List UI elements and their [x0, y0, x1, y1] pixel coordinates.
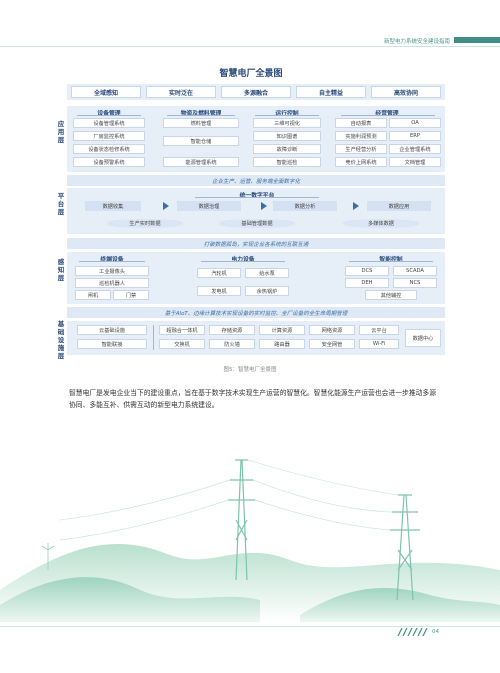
- sense-item: 门禁: [113, 290, 149, 300]
- infra-item: 云平台: [359, 325, 399, 335]
- sense-item: SCADA: [393, 266, 437, 276]
- infra-item: 交换机: [159, 339, 205, 349]
- band-aiot: 基于AIoT、边缘计算技术实现设备的实时监控、全厂设备的全生命周期管理: [67, 307, 445, 318]
- layer-label-infrastructure: 基础设施层: [57, 320, 65, 360]
- app-item: 竞价上网系统: [335, 157, 387, 167]
- infra-item: 云基础设施: [77, 325, 147, 335]
- flow-arrow-icon: [353, 202, 359, 210]
- group-title: 终端设备: [100, 257, 124, 263]
- infra-item: 智能联接: [77, 339, 147, 349]
- header-accent-bar: [454, 37, 500, 43]
- top-item: 全域感知: [71, 86, 141, 98]
- app-item: OA: [389, 118, 441, 128]
- app-item: 厂房监控系统: [73, 131, 145, 141]
- group-divider: [341, 115, 435, 116]
- group-title: 设备管理: [97, 111, 121, 117]
- header-divider: [0, 46, 500, 47]
- top-item: 多源融合: [221, 86, 291, 98]
- app-item: 智能仓储: [163, 136, 239, 146]
- data-store: 多媒体数据: [343, 219, 419, 228]
- header-title: 新型电力系统安全建设指南: [383, 39, 450, 45]
- app-item: 故障诊断: [253, 144, 321, 154]
- group-divider: [349, 261, 433, 262]
- landscape-illustration: [0, 459, 500, 622]
- flow-step: 数据收集: [85, 201, 141, 211]
- app-item: 实施利润预测: [335, 131, 387, 141]
- top-item: 实时泛在: [146, 86, 216, 98]
- footer-divider: [0, 626, 500, 627]
- sense-item: 给水泵: [245, 268, 289, 278]
- group-divider: [167, 115, 235, 116]
- infra-item: 超融合一体机: [159, 325, 205, 335]
- layer-label-platform: 平台层: [57, 192, 65, 216]
- app-item: 设备预警系统: [73, 157, 145, 167]
- infra-item: 网络资源: [309, 325, 355, 335]
- app-item: 智能巡检: [253, 157, 321, 167]
- sense-item: DEH: [345, 278, 389, 288]
- app-item: 自动报表: [335, 118, 387, 128]
- band-digitalization: 企业生产、运营、服务端全面数字化: [67, 175, 445, 186]
- group-divider: [79, 261, 145, 262]
- flow-step: 数据分析: [273, 201, 337, 211]
- data-store: 生产实时数据: [107, 219, 183, 228]
- group-divider: [201, 261, 285, 262]
- sense-item: 汽轮机: [197, 268, 241, 278]
- group-divider: [77, 115, 141, 116]
- platform-divider: [195, 197, 319, 198]
- infra-item: 防火墙: [209, 339, 255, 349]
- app-item: 三维可视化: [253, 118, 321, 128]
- app-item: 能源管理系统: [163, 157, 239, 167]
- group-title: 智能控制: [379, 257, 403, 263]
- smart-plant-diagram: 智慧电厂全景图 全域感知 实时泛在 多源融合 自主精益 高效协同 应用层 设备管…: [55, 62, 447, 360]
- flow-arrow-icon: [163, 202, 169, 210]
- data-center-box: 数据中心: [405, 329, 441, 347]
- flow-arrow-icon: [261, 202, 267, 210]
- infra-item: 计算资源: [259, 325, 305, 335]
- app-item: 文档管理: [389, 157, 441, 167]
- body-paragraph: 智慧电厂是发电企业当下的建设重点，旨在基于数字技术实现生产运营的智慧化。智慧化能…: [69, 389, 437, 409]
- top-item: 自主精益: [296, 86, 366, 98]
- sense-item: 闸机: [75, 290, 111, 300]
- layer-label-application: 应用层: [57, 120, 65, 144]
- infra-item: 存储资源: [209, 325, 255, 335]
- sense-item: NCS: [393, 278, 437, 288]
- infra-item: 安全网管: [309, 339, 355, 349]
- data-store: 基础管理数据: [219, 219, 295, 228]
- app-item: 燃料管理: [163, 118, 239, 128]
- app-item: 企业管理系统: [389, 144, 441, 154]
- sense-item: 工业摄像头: [75, 266, 149, 276]
- group-title: 运行控制: [275, 111, 299, 117]
- page-number: 04: [432, 629, 439, 635]
- group-title: 经营管理: [375, 111, 399, 117]
- layer-label-sensing: 感知层: [57, 258, 65, 282]
- diagram-title: 智慧电厂全景图: [219, 69, 283, 79]
- platform-title: 统一数字平台: [239, 193, 275, 199]
- figure-caption: 图5：智慧电厂全景图: [223, 367, 277, 373]
- sense-item: 其他辅控: [365, 290, 417, 300]
- infra-item: 路由器: [259, 339, 305, 349]
- app-item: 设备状态检修系统: [73, 144, 145, 154]
- sense-item: 余热锅炉: [245, 286, 289, 296]
- footer-stripes-icon: [397, 628, 428, 636]
- sense-item: 巡检机器人: [75, 278, 149, 288]
- app-item: 设备管理系统: [73, 118, 145, 128]
- band-interconnect: 打破数据孤岛，实现企业各系统的互联互通: [67, 238, 445, 249]
- infra-divider: [153, 325, 154, 350]
- group-divider: [255, 115, 319, 116]
- group-title: 物资及燃料管理: [180, 111, 222, 117]
- flow-step: 数据治理: [177, 201, 241, 211]
- group-title: 电力设备: [231, 257, 255, 263]
- infra-item: Wi-Fi: [359, 339, 399, 349]
- flow-step: 数据应用: [367, 201, 431, 211]
- app-item: ERP: [389, 131, 441, 141]
- app-item: 生产经营分析: [335, 144, 387, 154]
- sense-item: 发电机: [197, 286, 241, 296]
- app-item: 知识图谱: [253, 131, 321, 141]
- top-item: 高效协同: [371, 86, 441, 98]
- sense-item: DCS: [345, 266, 389, 276]
